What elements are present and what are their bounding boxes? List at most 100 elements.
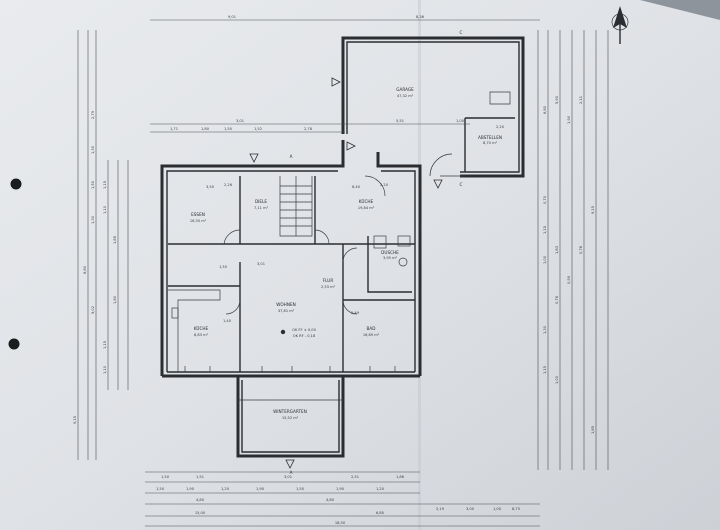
dim-left-inner-2: 1,10 (103, 205, 107, 214)
dim-bottom2-1: 1,50 (156, 487, 165, 491)
dim-top2-4: 1,52 (254, 127, 262, 131)
level-marker: OK FF ± 0,00 OK RF - 0,18 (280, 328, 317, 338)
section-c-top: C (460, 30, 463, 35)
dim-left-3: 1,50 (91, 180, 95, 189)
dim-room-1: 3,50 (206, 185, 215, 189)
dim-right-inner-4: 1,30 (543, 325, 547, 334)
house-walls (160, 140, 422, 378)
dim-bottom2-2: 1,90 (186, 487, 195, 491)
dim-top2-2: 1,80 (201, 127, 210, 131)
dim-left-7: 9,15 (73, 416, 77, 424)
level-ok-ff: OK FF ± 0,00 (292, 328, 316, 332)
kueche-left-label: KÜCHE (194, 326, 209, 331)
dim-bottom-total-2: 6,80 (376, 511, 385, 515)
dim-left-5: 6,80 (83, 265, 87, 274)
wintergarten-label: WINTERGARTEN (273, 409, 307, 414)
north-arrow-icon (611, 6, 629, 44)
diele-label: DIELE (255, 199, 267, 204)
section-a-bottom: A (290, 470, 293, 475)
wohnen-label: WOHNEN (276, 302, 296, 307)
wintergarten-area: 15,52 m² (282, 416, 299, 420)
dim-right-inner-3: 0,76 (555, 295, 559, 304)
dim-room-7: 1,40 (223, 319, 232, 323)
dim-right-1: 6,80 (543, 105, 547, 114)
dim-top3-2: 5,51 (396, 119, 404, 123)
punch-hole-top (10, 178, 22, 190)
section-a-top: A (290, 154, 293, 159)
dim-right-inner-8: 1,85 (591, 426, 595, 434)
dim-bottom2-4: 1,90 (256, 487, 265, 491)
dim-right-inner-1: 1,15 (543, 226, 547, 234)
dim-left-inner-3: 1,85 (113, 236, 117, 244)
kueche-left-area: 8,83 m² (194, 333, 209, 337)
essen-label: ESSEN (191, 212, 205, 217)
dim-right-6: 1,83 (555, 246, 559, 254)
dim-bottom1-4: 2,51 (351, 475, 359, 479)
dim-room-6: 2,26 (224, 183, 233, 187)
dim-left-4: 1,30 (91, 215, 95, 224)
dim-right-3: 1,90 (567, 115, 571, 124)
dim-bottom2-3: 1,20 (221, 487, 230, 491)
dim-bottom3-1: 4,80 (196, 498, 205, 502)
dim-top-1: 9,01 (228, 15, 236, 19)
dim-right-7: 0,99 (567, 275, 571, 284)
dim-right-4: 2,11 (579, 96, 583, 104)
garage-area: 47,32 m² (397, 94, 414, 98)
flur-label: FLUR (323, 278, 334, 283)
dim-bottom-total-3: 18,50 (335, 521, 346, 525)
dim-right-2: 5,90 (555, 95, 559, 104)
dim-room-5: 2,20 (380, 183, 389, 187)
dim-room-3: 1,50 (219, 265, 228, 269)
dim-left-2: 1,30 (91, 145, 95, 154)
dim-left-1: 2,79 (91, 110, 95, 119)
bad-area: 16,89 m² (363, 333, 380, 337)
essen-area: 16,50 m² (190, 219, 207, 223)
dim-bottom1-5: 1,86 (396, 475, 405, 479)
diele-area: 7,11 m² (254, 206, 269, 210)
dim-room-4: 6,40 (352, 185, 361, 189)
dim-room-2: 3,01 (257, 262, 265, 266)
dim-top3-3: 1,00 (456, 119, 465, 123)
dim-right-inner-6: 1,00 (555, 375, 559, 384)
dim-right-inner-2: 1,00 (543, 255, 547, 264)
kueche-top-area: 19,84 m² (358, 206, 375, 210)
dim-bottom2-5: 1,50 (296, 487, 305, 491)
bad-label: BAD (367, 326, 376, 331)
dim-bottom2-7: 1,20 (376, 487, 385, 491)
dim-bottom1-3: 3,01 (284, 475, 292, 479)
dim-top2-1: 1,71 (170, 127, 178, 131)
wintergarten-walls (236, 376, 345, 458)
dim-bottom3-4: 3,00 (466, 507, 475, 511)
dim-left-inner-5: 1,15 (103, 341, 107, 349)
dusche-label: DUSCHE (381, 250, 399, 255)
dim-top-2: 8,36 (416, 15, 425, 19)
dim-right-5: 0,70 (543, 195, 547, 204)
punch-hole-bottom (8, 338, 20, 350)
garage-label: GARAGE (396, 87, 414, 92)
dim-top2-3: 1,50 (224, 127, 233, 131)
dim-bottom-total-1: 15,00 (195, 511, 206, 515)
flur-area: 2,53 m² (321, 285, 336, 289)
dusche-area: 3,95 m² (383, 256, 398, 260)
dim-right-8: 9,15 (591, 206, 595, 214)
dim-right-inner-7: 0,78 (579, 245, 583, 254)
dimension-labels: 9,01 8,36 1,71 1,80 1,50 1,52 2,78 3,01 … (73, 15, 595, 525)
section-markers: A C C A (249, 30, 463, 475)
kueche-top-label: KÜCHE (359, 199, 374, 204)
dim-bottom3-5: 1,00 (493, 507, 502, 511)
dim-bottom1-1: 1,50 (161, 475, 170, 479)
dim-left-inner-1: 1,15 (103, 181, 107, 189)
dim-bottom3-6: 8,75 (512, 507, 520, 511)
level-ok-rf: OK RF - 0,18 (293, 334, 316, 338)
abstellen-area: 8,70 m² (483, 141, 498, 145)
dim-top2-5: 2,78 (304, 127, 313, 131)
dim-bottom3-3: 2,19 (436, 507, 445, 511)
abstellen-label: ABSTELLEN (478, 135, 502, 140)
dim-left-6: 5,02 (91, 306, 95, 314)
dim-bottom2-6: 1,90 (336, 487, 345, 491)
dim-room-8: 2,20 (496, 125, 505, 129)
dim-bottom1-2: 1,51 (196, 475, 204, 479)
